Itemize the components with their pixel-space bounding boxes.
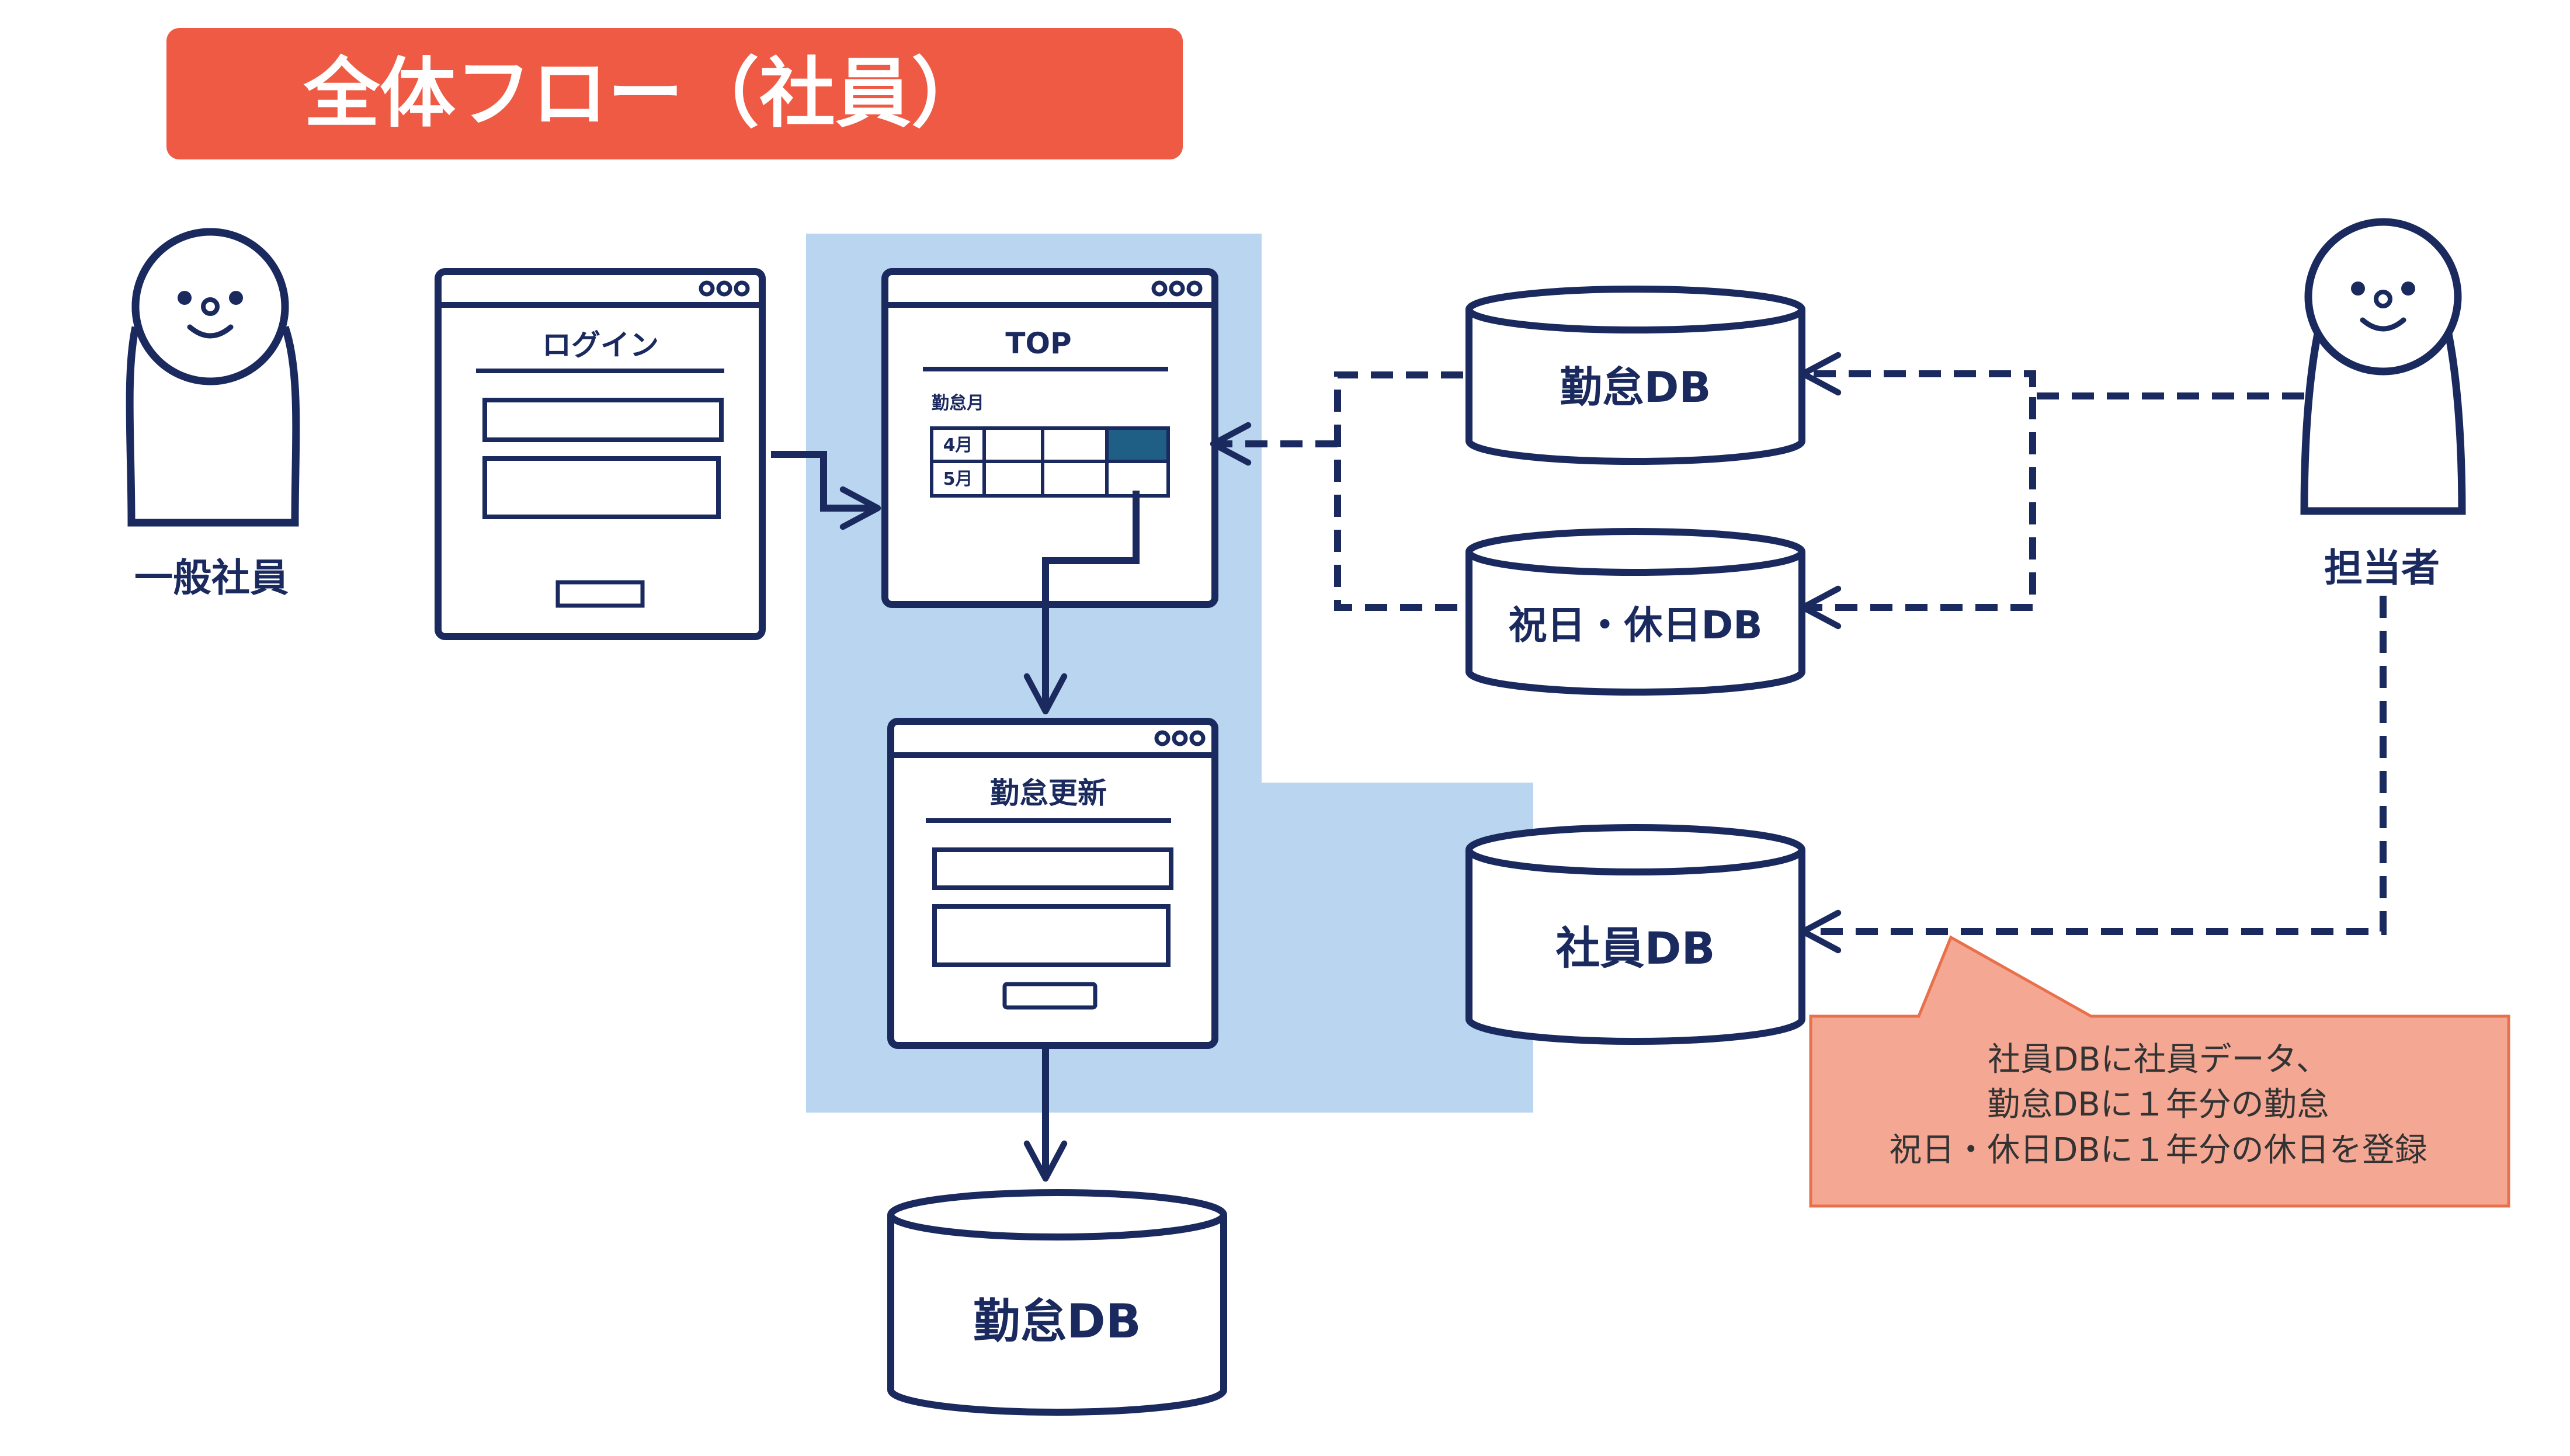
note-line-3: 祝日・休日DBに１年分の休日を登録 bbox=[1889, 1131, 2427, 1169]
note-line-2: 勤怠DBに１年分の勤怠 bbox=[1987, 1086, 2329, 1124]
employee-label: 一般社員 bbox=[134, 555, 289, 600]
title-banner: 全体フロー（社員） bbox=[166, 28, 1183, 159]
admin-label: 担当者 bbox=[2324, 545, 2440, 590]
login-screen: ログイン bbox=[435, 268, 766, 640]
update-button bbox=[1002, 982, 1098, 1010]
update-title: 勤怠更新 bbox=[990, 776, 1107, 810]
attendance-db-top-label: 勤怠DB bbox=[1560, 363, 1711, 412]
top-title: TOP bbox=[1005, 326, 1071, 360]
attendance-db-top: 勤怠DB bbox=[1465, 286, 1805, 465]
admin-to-employee-db-arrow bbox=[1800, 596, 2387, 954]
window-dots-icon bbox=[699, 280, 750, 297]
login-to-top-arrow bbox=[771, 451, 881, 530]
employee-person-icon bbox=[126, 228, 300, 527]
selected-cell bbox=[1105, 426, 1170, 463]
login-button bbox=[555, 580, 645, 608]
holiday-db: 祝日・休日DB bbox=[1465, 528, 1805, 696]
login-title: ログイン bbox=[542, 328, 659, 362]
update-field-1 bbox=[932, 847, 1173, 890]
employee-db: 社員DB bbox=[1465, 824, 1805, 1045]
holiday-db-label: 祝日・休日DB bbox=[1508, 603, 1762, 648]
admin-face-icon bbox=[2351, 282, 2415, 332]
top-screen: TOP 勤怠月 4月 5月 bbox=[881, 268, 1218, 608]
admin-to-attendance-db-arrow bbox=[1800, 352, 2304, 399]
table-row-label-1: 4月 bbox=[943, 435, 973, 456]
employee-face-icon bbox=[178, 291, 243, 339]
login-field-2 bbox=[482, 456, 721, 519]
admin-to-holiday-db-arrow bbox=[1800, 397, 2036, 630]
window-dots-icon bbox=[1154, 730, 1206, 746]
update-field-2 bbox=[932, 904, 1171, 967]
top-to-update-arrow bbox=[1023, 491, 1140, 715]
attendance-db-bottom-label: 勤怠DB bbox=[973, 1294, 1141, 1349]
table-row-label-2: 5月 bbox=[943, 469, 973, 489]
attendance-db-bottom: 勤怠DB bbox=[887, 1189, 1227, 1416]
admin-person-icon bbox=[2300, 218, 2466, 515]
employee-db-label: 社員DB bbox=[1555, 922, 1715, 974]
note-line-1: 社員DBに社員データ、 bbox=[1988, 1041, 2329, 1079]
login-field-1 bbox=[482, 398, 724, 442]
update-screen: 勤怠更新 bbox=[887, 718, 1218, 1049]
db-to-top-dashed-arrow bbox=[1334, 371, 1463, 611]
window-dots-icon bbox=[1151, 280, 1203, 297]
note-callout: 社員DBに社員データ、 勤怠DBに１年分の勤怠 祝日・休日DBに１年分の休日を登… bbox=[1809, 935, 2510, 1208]
top-table-label: 勤怠月 bbox=[932, 393, 984, 413]
page-title: 全体フロー（社員） bbox=[303, 49, 987, 138]
